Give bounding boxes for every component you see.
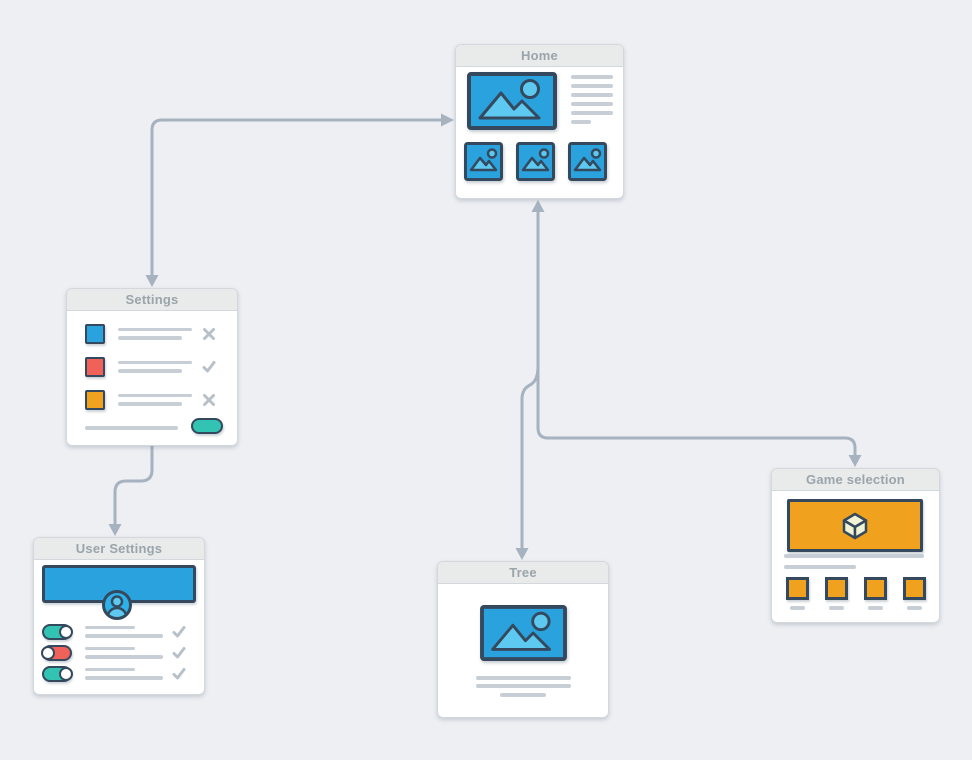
arrowhead-into-settings-top <box>145 275 159 287</box>
text-line <box>85 646 135 650</box>
image-placeholder-icon <box>480 605 567 661</box>
node-user-settings-header: User Settings <box>34 538 204 560</box>
text-line <box>868 606 883 610</box>
game-tile <box>786 577 809 600</box>
text-line <box>571 120 591 124</box>
toggle-knob <box>59 666 73 681</box>
check-icon <box>172 625 186 637</box>
node-tree[interactable]: Tree <box>437 561 609 718</box>
node-game-selection-title: Game selection <box>806 472 905 487</box>
node-game-selection[interactable]: Game selection <box>771 468 940 623</box>
settings-row <box>85 323 216 344</box>
text-line <box>907 606 922 610</box>
arrowhead-into-home-left <box>441 113 454 127</box>
edge-home-settings[interactable] <box>145 113 455 288</box>
text-line <box>571 102 613 106</box>
edge-home-tree[interactable] <box>515 364 540 560</box>
toggle-on-icon <box>42 665 73 682</box>
user-settings-row <box>42 623 186 640</box>
text-line <box>829 606 844 610</box>
text-line <box>118 336 182 340</box>
thumbnail-row <box>464 142 607 181</box>
text-line <box>85 625 135 629</box>
text-line <box>118 327 192 331</box>
user-settings-row <box>42 665 186 682</box>
node-user-settings[interactable]: User Settings <box>33 537 205 695</box>
toggle-knob <box>59 624 73 639</box>
check-icon <box>202 360 216 372</box>
arrowhead-into-home-bottom <box>531 200 545 212</box>
toggle-on-icon <box>42 623 73 640</box>
red-swatch <box>85 356 105 377</box>
game-tile <box>864 577 887 600</box>
check-icon <box>172 646 186 658</box>
node-settings-title: Settings <box>125 292 179 307</box>
node-tree-header: Tree <box>438 562 608 584</box>
thumbnail-image-icon <box>568 142 607 181</box>
text-lines <box>571 75 613 129</box>
avatar-icon <box>102 590 132 620</box>
teal-pill-button <box>191 418 223 434</box>
node-home-header: Home <box>456 45 623 67</box>
text-line <box>476 676 571 680</box>
cube-icon <box>842 512 868 539</box>
settings-row <box>85 389 216 410</box>
text-line <box>571 75 613 79</box>
text-line <box>118 402 182 406</box>
node-settings[interactable]: Settings <box>66 288 238 446</box>
node-home-title: Home <box>521 48 558 63</box>
hero-image-placeholder-icon <box>467 72 557 130</box>
edge-home-game-selection[interactable] <box>531 200 862 467</box>
text-lines <box>85 667 163 680</box>
text-line <box>85 655 163 659</box>
text-lines <box>85 625 163 638</box>
toggle-knob <box>41 645 55 660</box>
blue-swatch <box>85 323 105 344</box>
arrowhead-into-user-settings-top <box>108 524 122 536</box>
text-line <box>118 369 182 373</box>
game-banner <box>787 499 923 552</box>
footer-line <box>85 426 178 430</box>
thumbnail-image-icon <box>516 142 555 181</box>
x-icon <box>203 327 215 340</box>
text-line <box>790 606 805 610</box>
orange-swatch <box>85 389 105 410</box>
text-line <box>476 684 571 688</box>
text-line <box>85 634 163 638</box>
edge-settings-user-settings[interactable] <box>108 442 154 536</box>
text-line <box>571 93 613 97</box>
text-line <box>784 565 856 569</box>
game-tile <box>825 577 848 600</box>
check-icon <box>172 667 186 679</box>
arrowhead-into-game-selection-top <box>848 455 862 467</box>
text-lines <box>118 360 192 373</box>
thumbnail-image-icon <box>464 142 503 181</box>
text-lines <box>118 393 192 406</box>
node-game-selection-header: Game selection <box>772 469 939 491</box>
arrowhead-into-tree-top <box>515 548 529 560</box>
game-tile <box>903 577 926 600</box>
text-line <box>571 84 613 88</box>
text-lines <box>118 327 192 340</box>
text-line <box>118 360 192 364</box>
node-settings-header: Settings <box>67 289 237 311</box>
toggle-off-icon <box>41 644 72 661</box>
text-line <box>118 393 192 397</box>
node-home[interactable]: Home <box>455 44 624 199</box>
user-settings-row <box>41 644 186 661</box>
text-lines <box>85 646 163 659</box>
node-tree-title: Tree <box>509 565 537 580</box>
text-line <box>85 676 163 680</box>
x-icon <box>203 393 215 406</box>
text-line <box>500 693 546 697</box>
settings-row <box>85 356 216 377</box>
node-user-settings-title: User Settings <box>75 541 163 556</box>
text-line <box>784 554 924 558</box>
text-line <box>85 667 135 671</box>
text-line <box>571 111 613 115</box>
